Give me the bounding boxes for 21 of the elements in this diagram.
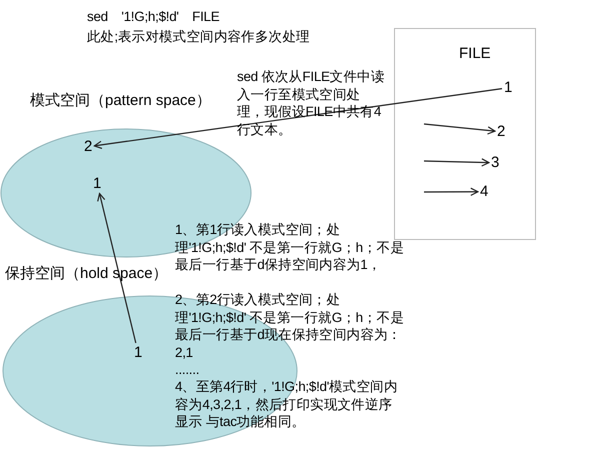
note-text: 此处;表示对模式空间内容作多次处理 (87, 28, 311, 46)
arrow (424, 188, 479, 196)
arrow (424, 123, 496, 135)
step-paragraph: 4、至第4行时，'1!G;h;$!d'模式空间内容为4,3,2,1，然后打印实现文件逆序显示 与tac功能相同。 (175, 378, 399, 430)
arrow (97, 192, 136, 344)
step-paragraph: 1、第1行读入模式空间；处理'1!G;h;$!d' 不是第一行就G；h；不是最后一行基于d保持空间内容为1， (175, 221, 405, 274)
number-label: 1 (134, 344, 142, 362)
ellipsis-text: ....... (175, 361, 200, 378)
number-label: 1 (504, 79, 512, 96)
number-label: 3 (491, 154, 500, 172)
number-label: 2 (497, 123, 506, 140)
number-label: 4 (480, 183, 488, 200)
file-box (394, 28, 536, 240)
arrow (94, 88, 502, 150)
space-heading: 模式空间（pattern space） (30, 92, 211, 110)
file-heading: FILE (459, 45, 491, 62)
step-paragraph: 2、第2行读入模式空间；处理'1!G;h;$!d' 不是第一行就G；h；不是最后一行基于d现在保持空间内容为：2,1 (175, 291, 405, 361)
command-line: sed '1!G;h;$!d' FILE (87, 8, 220, 26)
number-label: 2 (84, 138, 92, 156)
arrow (424, 158, 490, 167)
number-label: 1 (93, 175, 102, 192)
